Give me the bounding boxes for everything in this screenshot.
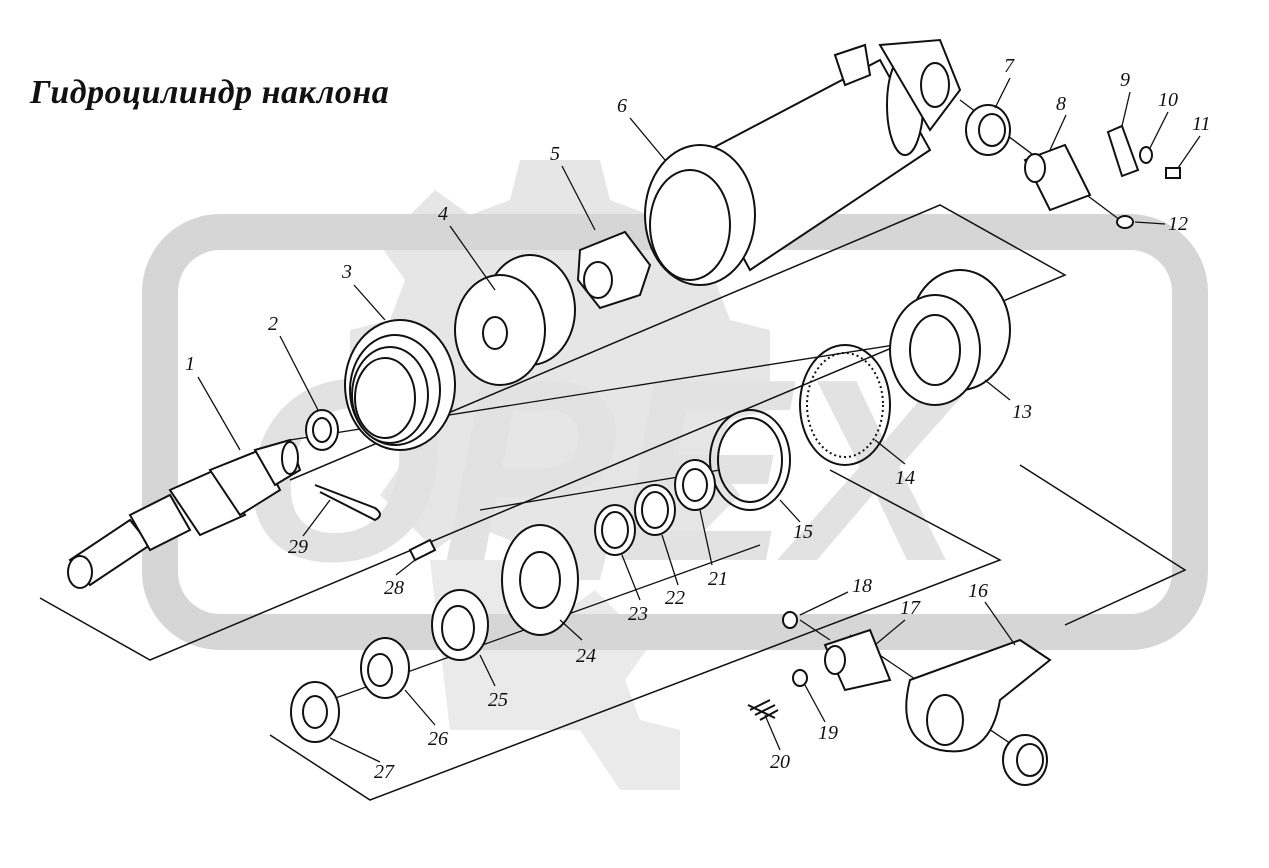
part-number-27: 27 [374, 761, 395, 783]
part-split-ring [709, 409, 791, 511]
part-number-29: 29 [288, 536, 308, 558]
diagram-title: Гидроцилиндр наклона [30, 74, 390, 111]
part-seal-ring-small [305, 409, 339, 451]
leader-line-14 [874, 439, 906, 465]
part-number-3: 3 [341, 261, 352, 283]
leader-line-25 [479, 654, 496, 687]
part-pin-upper [1023, 143, 1092, 212]
part-spring-20 [747, 699, 779, 721]
part-number-26: 26 [428, 728, 448, 750]
part-cotter-pin [314, 484, 381, 522]
part-number-21: 21 [708, 568, 728, 590]
part-number-15: 15 [793, 521, 813, 543]
leader-line-15 [779, 499, 801, 523]
leader-line-9 [1121, 91, 1131, 127]
part-pin-lower [823, 628, 892, 692]
part-cylinder-body [644, 38, 962, 286]
part-number-9: 9 [1120, 69, 1130, 91]
part-number-23: 23 [628, 603, 648, 625]
part-number-16: 16 [968, 580, 988, 602]
leader-line-17 [874, 619, 906, 646]
leader-line-21 [699, 509, 713, 566]
leader-line-2 [279, 335, 319, 411]
part-bolt-12 [1116, 215, 1134, 229]
part-bushing-upper [965, 104, 1011, 156]
leader-line-11 [1177, 135, 1201, 169]
plane-main [39, 204, 1067, 661]
part-number-28: 28 [384, 577, 404, 599]
part-wear-ring [799, 344, 891, 466]
part-number-22: 22 [665, 587, 685, 609]
leader-line-28 [395, 559, 416, 576]
leader-line-3 [353, 284, 386, 321]
leader-line-18 [799, 591, 849, 616]
part-number-25: 25 [488, 689, 508, 711]
leader-line-24 [559, 619, 583, 641]
leader-line-23 [621, 554, 641, 601]
plane-right [1019, 464, 1187, 626]
part-gland [889, 269, 1011, 406]
part-number-19: 19 [818, 722, 838, 744]
leader-line-26 [404, 689, 436, 726]
leader-line-19 [804, 684, 826, 723]
part-nut-18 [782, 611, 798, 629]
part-number-24: 24 [576, 645, 596, 667]
leader-line-16 [984, 601, 1016, 646]
part-number-8: 8 [1056, 93, 1066, 115]
part-labels: 1234567891011121314151617181920212223242… [185, 55, 1211, 783]
leader-line-13 [984, 379, 1011, 401]
part-rod-eye [905, 638, 1052, 753]
part-number-6: 6 [617, 95, 627, 117]
part-washer-10 [1139, 146, 1153, 164]
leader-line-27 [329, 737, 381, 763]
watermark-logo: ОРЕХ [142, 160, 1208, 790]
part-number-4: 4 [438, 203, 448, 225]
part-lock-plate [1106, 124, 1140, 178]
leader-line-12 [1134, 221, 1166, 225]
leader-line-8 [1049, 114, 1067, 151]
part-number-17: 17 [900, 597, 921, 619]
leader-line-6 [629, 117, 666, 161]
leader-line-7 [994, 77, 1011, 109]
part-number-10: 10 [1158, 89, 1178, 111]
leader-line-4 [449, 225, 496, 291]
part-number-1: 1 [185, 353, 195, 375]
part-seal-22 [634, 484, 676, 536]
part-number-2: 2 [268, 313, 278, 335]
part-bushing-lower [1002, 734, 1048, 786]
part-number-14: 14 [895, 467, 915, 489]
part-seal-21 [674, 459, 716, 511]
part-screw-28 [408, 538, 437, 562]
part-washer-27 [290, 681, 340, 743]
assembly-planes [39, 204, 1187, 801]
part-washer-19 [792, 669, 808, 687]
part-castle-nut [576, 230, 652, 310]
leader-line-20 [764, 714, 781, 751]
part-number-11: 11 [1192, 113, 1211, 135]
part-piston [454, 254, 576, 386]
part-number-20: 20 [770, 751, 790, 773]
part-bushing-25 [431, 589, 489, 661]
part-number-13: 13 [1012, 401, 1032, 423]
part-number-5: 5 [550, 143, 560, 165]
plane-lower [269, 469, 1002, 801]
leader-line-29 [302, 499, 331, 537]
part-bolt-11 [1165, 167, 1181, 179]
part-number-12: 12 [1168, 213, 1188, 235]
part-seal-23 [594, 504, 636, 556]
leader-line-5 [561, 165, 596, 231]
leader-line-1 [197, 376, 241, 451]
part-number-7: 7 [1004, 55, 1015, 77]
part-number-18: 18 [852, 575, 872, 597]
part-flange [501, 524, 579, 636]
part-piston-rod [67, 438, 302, 589]
part-nut-26 [360, 637, 410, 699]
leader-line-22 [661, 534, 679, 586]
part-piston-seal [344, 319, 456, 451]
leader-line-10 [1149, 111, 1169, 149]
